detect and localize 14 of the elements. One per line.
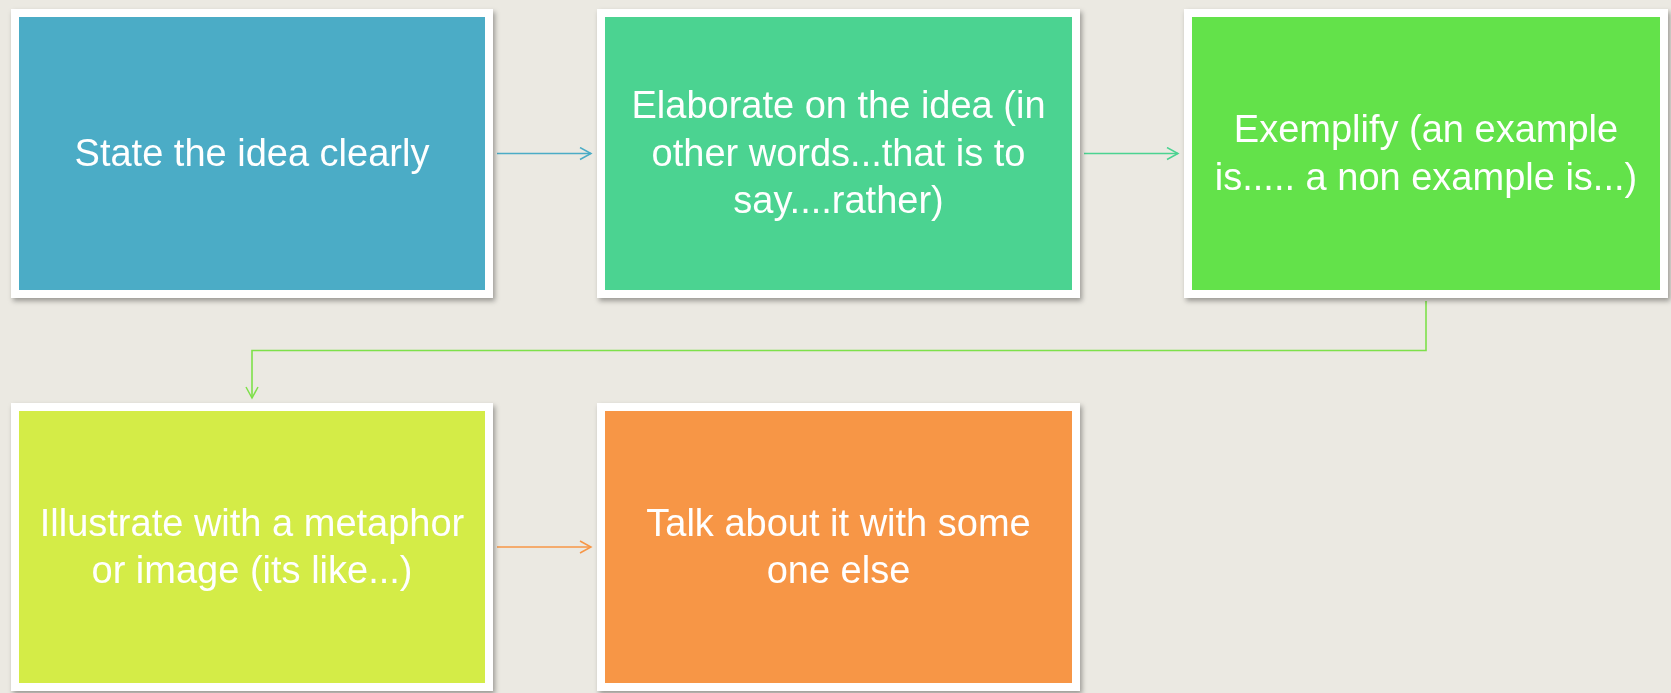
arrow [245, 300, 1427, 399]
process-box [597, 403, 1080, 691]
box-label: Exemplify (an example is..... a non example is...) [1213, 107, 1639, 200]
process-box [597, 9, 1080, 298]
arrow [496, 540, 592, 554]
arrow [496, 146, 592, 161]
box-label: Talk about it with some one else [645, 500, 1032, 593]
box-label: Illustrate with a metaphor or image (its like...) [39, 500, 465, 593]
box-label: State the idea clearly [74, 130, 430, 176]
box-label: Elaborate on the idea (in other words...that is to say....rather) [630, 83, 1047, 224]
process-box [1184, 9, 1668, 298]
process-box [11, 403, 493, 691]
process-box [11, 9, 493, 298]
arrow [1083, 146, 1179, 161]
